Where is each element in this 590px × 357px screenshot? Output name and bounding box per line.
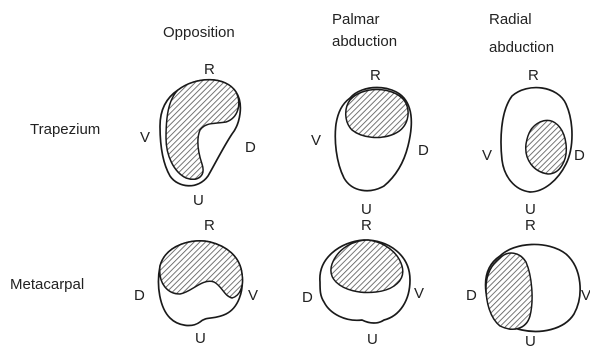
direction-label-d: D xyxy=(245,139,256,156)
direction-label-d: D xyxy=(418,142,429,159)
direction-label-d: D xyxy=(302,289,313,306)
contact-area xyxy=(486,253,532,329)
direction-label-u: U xyxy=(367,331,378,348)
direction-label-v: V xyxy=(140,129,150,146)
direction-label-d: D xyxy=(466,287,477,304)
direction-label-u: U xyxy=(525,201,536,218)
row-label-metacarpal: Metacarpal xyxy=(10,276,84,293)
column-title-palmar-line1: Palmar xyxy=(332,11,380,28)
contact-area xyxy=(346,90,408,138)
direction-label-u: U xyxy=(193,192,204,209)
direction-label-d: D xyxy=(134,287,145,304)
column-title-opposition: Opposition xyxy=(163,24,235,41)
direction-label-r: R xyxy=(528,67,539,84)
column-title-radial-line2: abduction xyxy=(489,39,554,56)
trapezium-opposition-facet: R V D U xyxy=(140,61,256,209)
direction-label-u: U xyxy=(195,330,206,347)
direction-label-v: V xyxy=(311,132,321,149)
metacarpal-radial-facet: R D V U xyxy=(466,217,590,350)
direction-label-u: U xyxy=(525,333,536,350)
direction-label-r: R xyxy=(525,217,536,234)
direction-label-v: V xyxy=(414,285,424,302)
trapezium-radial-facet: R V D U xyxy=(482,67,585,218)
direction-label-v: V xyxy=(248,287,258,304)
column-title-palmar-line2: abduction xyxy=(332,33,397,50)
direction-label-r: R xyxy=(361,217,372,234)
direction-label-v: V xyxy=(581,287,590,304)
direction-label-r: R xyxy=(204,61,215,78)
direction-label-r: R xyxy=(204,217,215,234)
row-label-trapezium: Trapezium xyxy=(30,121,100,138)
direction-label-v: V xyxy=(482,147,492,164)
column-title-radial-line1: Radial xyxy=(489,11,532,28)
direction-label-r: R xyxy=(370,67,381,84)
direction-label-u: U xyxy=(361,201,372,218)
trapezium-palmar-facet: R V D U xyxy=(311,67,429,218)
metacarpal-opposition-facet: R D V U xyxy=(134,217,258,347)
contact-area xyxy=(526,120,567,174)
direction-label-d: D xyxy=(574,147,585,164)
metacarpal-palmar-facet: R D V U xyxy=(302,217,424,348)
